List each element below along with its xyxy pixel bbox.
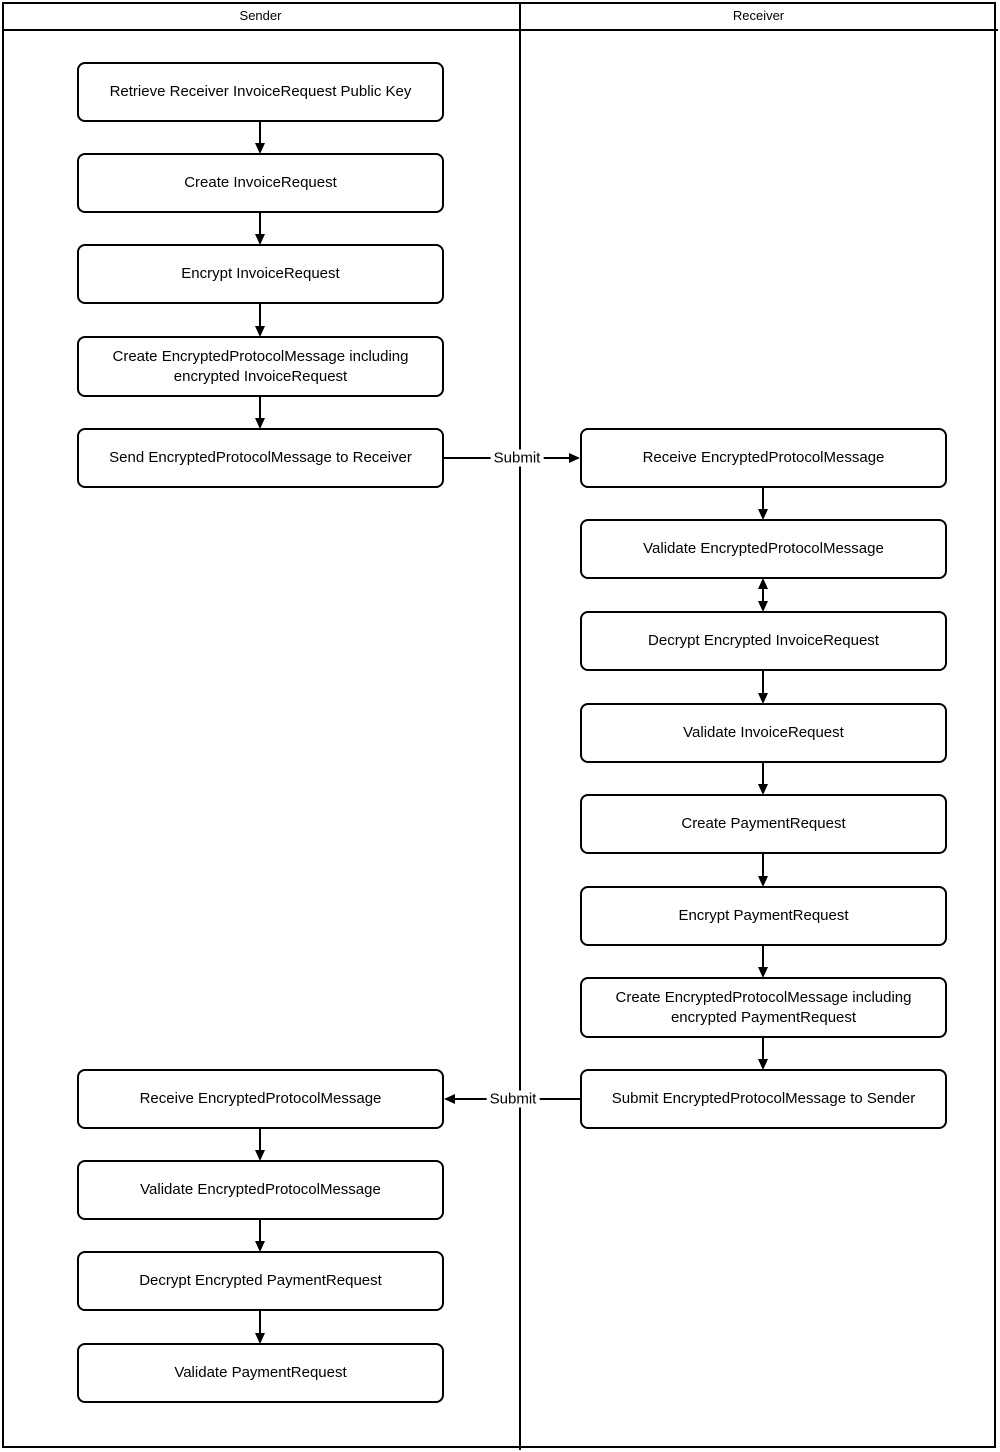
arrow-sender-7-8 [255, 1219, 265, 1252]
arrowhead-down-icon [758, 601, 768, 612]
arrowhead-down-icon [255, 1150, 265, 1161]
arrow-sender-2-3 [255, 212, 265, 245]
arrow-receiver-4-5 [758, 762, 768, 795]
arrow-sender-4-5 [255, 396, 265, 429]
arrowhead-down-icon [255, 326, 265, 337]
submit-to-sender-label: Submit [486, 1090, 540, 1108]
arrowhead-down-icon [758, 967, 768, 978]
arrowhead-up-icon [758, 578, 768, 589]
arrowhead-down-icon [758, 1059, 768, 1070]
arrow-receiver-1-2 [758, 487, 768, 520]
arrow-sender-6-7 [255, 1128, 265, 1161]
box-submit-encryptedprotocolmessage: Submit EncryptedProtocolMessage to Sende… [580, 1069, 947, 1129]
box-validate-invoicerequest: Validate InvoiceRequest [580, 703, 947, 763]
lane-divider [519, 2, 521, 1450]
box-encrypt-paymentrequest: Encrypt PaymentRequest [580, 886, 947, 946]
arrow-sender-1-2 [255, 121, 265, 154]
box-retrieve-receiver-public-key: Retrieve Receiver InvoiceRequest Public … [77, 62, 444, 122]
arrowhead-down-icon [255, 418, 265, 429]
box-validate-encryptedprotocolmessage-sender: Validate EncryptedProtocolMessage [77, 1160, 444, 1220]
lane-title-sender: Sender [239, 8, 282, 23]
arrow-receiver-3-4 [758, 670, 768, 704]
box-validate-encryptedprotocolmessage-receiver: Validate EncryptedProtocolMessage [580, 519, 947, 579]
arrowhead-down-icon [255, 143, 265, 154]
arrow-receiver-2-3-double [758, 578, 768, 612]
box-create-encryptedprotocolmessage-invoicerequest: Create EncryptedProtocolMessage includin… [77, 336, 444, 397]
box-decrypt-encrypted-invoicerequest: Decrypt Encrypted InvoiceRequest [580, 611, 947, 671]
arrowhead-left-icon [444, 1094, 455, 1104]
box-decrypt-encrypted-paymentrequest: Decrypt Encrypted PaymentRequest [77, 1251, 444, 1311]
box-validate-paymentrequest: Validate PaymentRequest [77, 1343, 444, 1403]
arrow-receiver-7-8 [758, 1037, 768, 1070]
arrowhead-down-icon [758, 693, 768, 704]
arrowhead-right-icon [569, 453, 580, 463]
arrow-receiver-5-6 [758, 853, 768, 887]
arrow-receiver-6-7 [758, 945, 768, 978]
arrowhead-down-icon [758, 784, 768, 795]
box-create-encryptedprotocolmessage-paymentrequest: Create EncryptedProtocolMessage includin… [580, 977, 947, 1038]
box-encrypt-invoicerequest: Encrypt InvoiceRequest [77, 244, 444, 304]
box-receive-encryptedprotocolmessage-sender: Receive EncryptedProtocolMessage [77, 1069, 444, 1129]
arrowhead-down-icon [255, 1241, 265, 1252]
lane-title-receiver: Receiver [732, 8, 785, 23]
arrowhead-down-icon [758, 876, 768, 887]
arrowhead-down-icon [255, 1333, 265, 1344]
arrowhead-down-icon [758, 509, 768, 520]
box-create-invoicerequest: Create InvoiceRequest [77, 153, 444, 213]
box-send-encryptedprotocolmessage: Send EncryptedProtocolMessage to Receive… [77, 428, 444, 488]
arrow-sender-3-4 [255, 303, 265, 337]
box-receive-encryptedprotocolmessage-receiver: Receive EncryptedProtocolMessage [580, 428, 947, 488]
header-bottom-border [2, 29, 998, 31]
arrow-sender-8-9 [255, 1310, 265, 1344]
box-create-paymentrequest: Create PaymentRequest [580, 794, 947, 854]
arrowhead-down-icon [255, 234, 265, 245]
submit-to-receiver-label: Submit [490, 449, 544, 467]
